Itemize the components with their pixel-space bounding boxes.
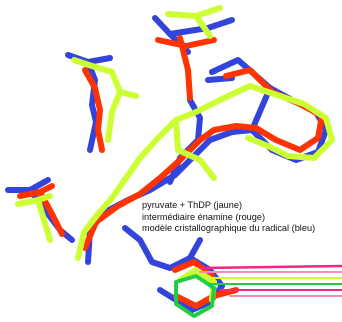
- legend-item-blue: modèle cristallographique du radical (bl…: [142, 223, 316, 234]
- yellow-structure: [15, 5, 335, 303]
- ribbon-tails: [198, 264, 342, 297]
- legend-item-yellow: pyruvate + ThDP (jaune): [142, 200, 243, 210]
- legend-item-red: intermédiaire énamine (rouge): [142, 211, 266, 222]
- legend: pyruvate + ThDP (jaune) intermédiaire én…: [142, 200, 340, 235]
- green-ring: [174, 274, 216, 318]
